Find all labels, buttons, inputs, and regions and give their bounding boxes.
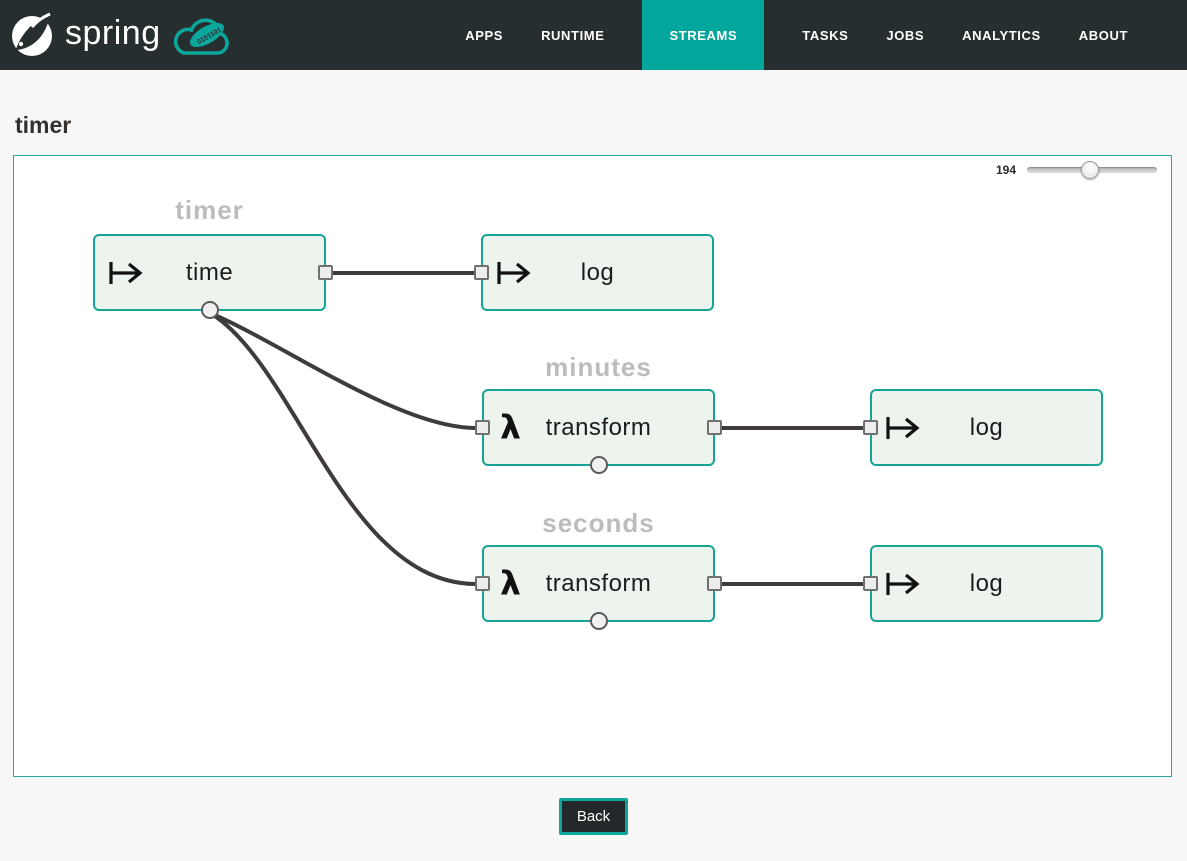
stream-label-minutes: minutes [545, 352, 652, 382]
nav-item-runtime[interactable]: RUNTIME [541, 27, 605, 43]
nav-item-apps[interactable]: APPS [465, 27, 504, 43]
tap-port[interactable] [589, 456, 608, 474]
output-port[interactable] [707, 419, 722, 435]
output-port[interactable] [318, 264, 333, 280]
node-log-3[interactable]: log [863, 545, 1103, 622]
pipe-arrow-icon [885, 571, 921, 597]
node-label: log [969, 569, 1004, 597]
node-label: time [185, 258, 234, 286]
pipe-arrow-icon [885, 415, 921, 441]
stream-label-seconds: seconds [542, 508, 655, 538]
wire-tap-to-transform1 [208, 311, 478, 430]
node-log-2[interactable]: log [863, 389, 1103, 466]
main-nav: APPS RUNTIME STREAMS TASKS JOBS ANALYTIC… [446, 0, 1187, 70]
zoom-slider-thumb[interactable] [1081, 161, 1099, 179]
spring-leaf-icon [12, 12, 52, 56]
zoom-slider[interactable] [1027, 161, 1157, 179]
node-label: log [969, 413, 1004, 441]
pipe-arrow-icon [108, 260, 144, 286]
lambda-icon: λ [500, 406, 521, 446]
pipe-arrow-icon [496, 260, 532, 286]
nav-item-about[interactable]: ABOUT [1078, 27, 1128, 43]
connection-wires [208, 271, 872, 586]
tap-port[interactable] [589, 612, 608, 630]
page-title: timer [15, 112, 72, 138]
brand[interactable]: spring 0101101 [0, 0, 237, 70]
node-label: transform [545, 569, 652, 597]
brand-text: spring [65, 13, 161, 52]
nav-item-jobs[interactable]: JOBS [886, 27, 925, 43]
node-log-1[interactable]: log [474, 234, 714, 311]
main-content: timer 194 timer minutes seconds [0, 112, 1187, 835]
node-transform-seconds[interactable]: λ transform [475, 545, 722, 630]
nav-item-tasks[interactable]: TASKS [802, 27, 849, 43]
back-button[interactable]: Back [558, 798, 629, 835]
input-port[interactable] [475, 419, 490, 435]
output-port[interactable] [707, 575, 722, 591]
input-port[interactable] [474, 264, 489, 280]
stream-label-timer: timer [175, 195, 244, 225]
flow-canvas[interactable]: 194 timer minutes seconds time [13, 155, 1172, 777]
node-label: log [580, 258, 615, 286]
wire-tap-to-transform2 [208, 311, 478, 586]
tap-port[interactable] [200, 301, 219, 319]
node-time[interactable]: time [93, 234, 333, 319]
footer-bar: Back [0, 798, 1187, 835]
input-port[interactable] [863, 419, 878, 435]
zoom-value: 194 [995, 163, 1016, 177]
node-label: transform [545, 413, 652, 441]
navbar: spring 0101101 APPS RUNTIME STREAMS TASK… [0, 0, 1187, 70]
input-port[interactable] [863, 575, 878, 591]
input-port[interactable] [475, 575, 490, 591]
lambda-icon: λ [500, 562, 521, 602]
cloud-dataflow-icon: 0101101 [173, 18, 229, 55]
nav-item-analytics[interactable]: ANALYTICS [962, 27, 1041, 43]
node-transform-minutes[interactable]: λ transform [475, 389, 722, 474]
nav-item-streams[interactable]: STREAMS [642, 0, 765, 70]
zoom-control: 194 [996, 161, 1157, 179]
